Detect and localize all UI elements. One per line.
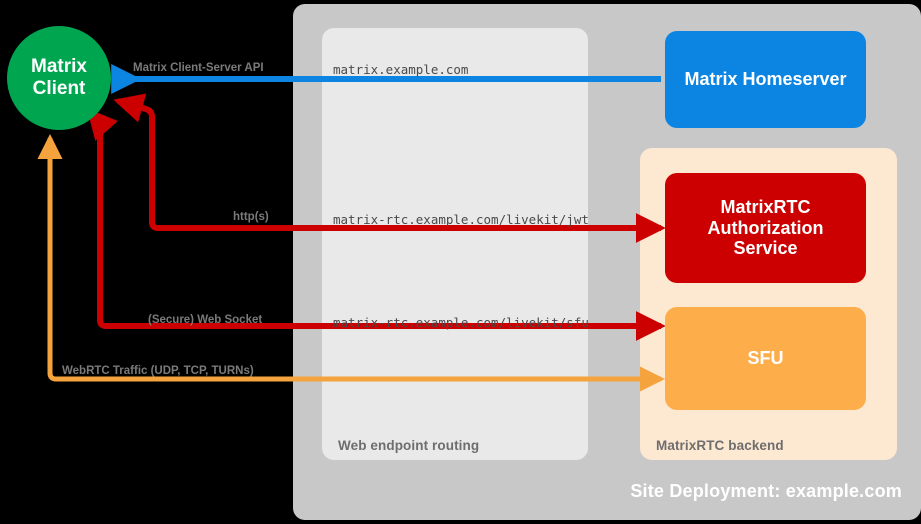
endpoint-matrix-example-com: matrix.example.com — [333, 62, 469, 77]
edge-label-matrix-client-server-api: Matrix Client-Server API — [133, 62, 264, 74]
auth-service-line3: Service — [733, 238, 798, 259]
auth-service-line1: MatrixRTC — [720, 197, 811, 218]
node-matrix-client[interactable]: Matrix Client — [7, 26, 111, 130]
matrixrtc-backend-label: MatrixRTC backend — [656, 438, 784, 453]
auth-service-line2: Authorization — [707, 217, 824, 238]
endpoint-livekit-jwt: matrix-rtc.example.com/livekit/jwt — [333, 212, 589, 227]
matrix-client-line2: Client — [32, 78, 86, 99]
site-deployment-label: Site Deployment: example.com — [630, 481, 902, 501]
web-endpoint-routing-panel — [322, 28, 588, 460]
edge-label-secure-websocket: (Secure) Web Socket — [148, 314, 263, 326]
web-endpoint-routing-label: Web endpoint routing — [338, 438, 480, 453]
endpoint-livekit-sfu: matrix-rtc.example.com/livekit/sfu — [333, 315, 589, 330]
node-sfu[interactable]: SFU — [665, 307, 866, 410]
edge-label-https: http(s) — [233, 211, 269, 223]
sfu-label: SFU — [747, 348, 784, 369]
matrix-client-line1: Matrix — [31, 56, 87, 78]
matrix-homeserver-label: Matrix Homeserver — [684, 69, 847, 90]
edge-label-webrtc-traffic: WebRTC Traffic (UDP, TCP, TURNs) — [62, 365, 254, 377]
node-matrixrtc-authorization-service[interactable]: MatrixRTC Authorization Service — [665, 173, 866, 283]
node-matrix-homeserver[interactable]: Matrix Homeserver — [665, 31, 866, 128]
